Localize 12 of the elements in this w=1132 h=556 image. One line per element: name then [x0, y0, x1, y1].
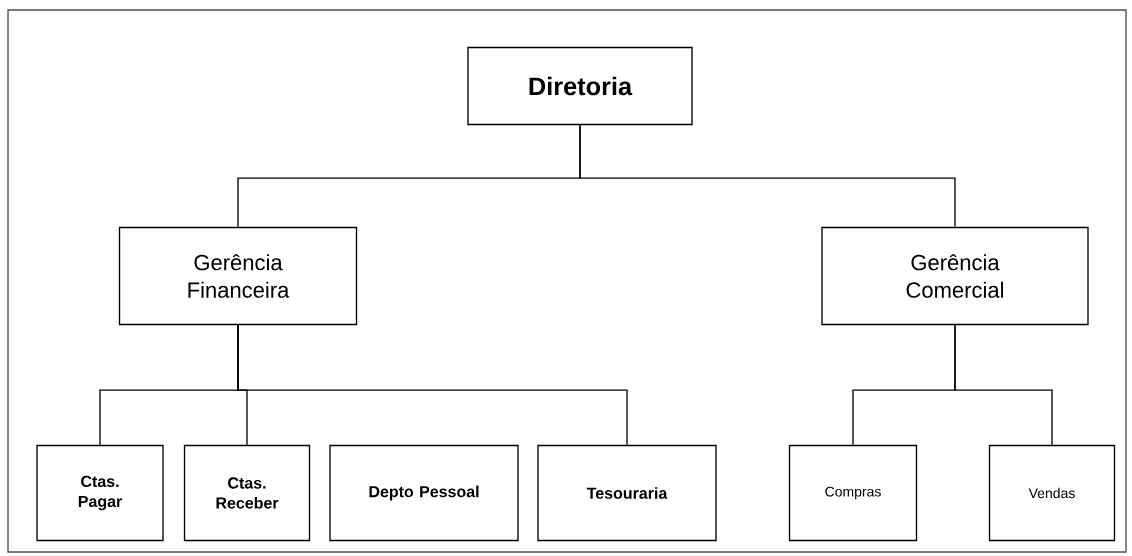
org-box: Ctas. Receber	[183, 444, 311, 542]
org-box: Gerência Comercial	[821, 226, 1089, 326]
connector-line	[954, 324, 1053, 446]
org-box: Diretoria	[467, 46, 693, 126]
connector-line	[237, 324, 628, 446]
org-box: Gerência Financeira	[118, 226, 358, 326]
org-box: Ctas. Pagar	[36, 444, 164, 542]
org-box: Compras	[788, 444, 918, 542]
org-box: Vendas	[988, 444, 1116, 542]
org-box: Tesouraria	[537, 444, 717, 542]
org-box: Depto Pessoal	[329, 444, 519, 542]
connector-line	[579, 124, 956, 228]
